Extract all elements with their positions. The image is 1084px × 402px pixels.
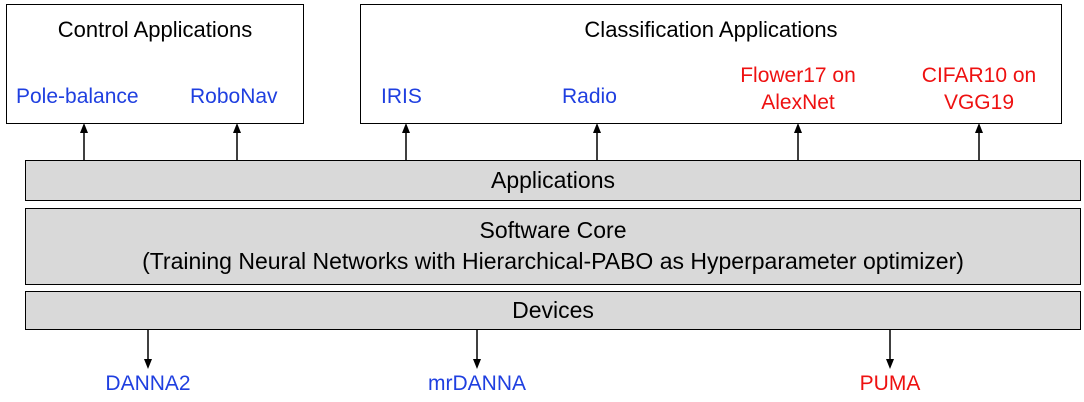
devices-layer: Devices xyxy=(25,291,1081,330)
classification-applications-title: Classification Applications xyxy=(584,17,838,42)
software-core-title: Software Core xyxy=(479,217,627,243)
app-flower17-line1: Flower17 on xyxy=(740,64,856,87)
app-flower17-alexnet: Flower17 on AlexNet xyxy=(724,62,872,116)
app-cifar10-vgg19: CIFAR10 on VGG19 xyxy=(904,62,1054,116)
device-danna2: DANNA2 xyxy=(105,372,191,395)
app-radio: Radio xyxy=(562,85,617,108)
app-iris: IRIS xyxy=(381,85,422,108)
app-cifar10-line2: VGG19 xyxy=(943,91,1015,114)
applications-layer-label: Applications xyxy=(490,167,616,193)
software-core-layer: Software Core (Training Neural Networks … xyxy=(25,208,1081,285)
classification-applications-box: Classification Applications xyxy=(360,4,1062,124)
applications-layer: Applications xyxy=(25,160,1081,201)
devices-layer-label: Devices xyxy=(512,297,594,323)
app-cifar10-line1: CIFAR10 on xyxy=(921,64,1037,87)
app-robonav: RoboNav xyxy=(190,85,278,108)
device-puma: PUMA xyxy=(859,372,921,395)
software-core-subtitle: (Training Neural Networks with Hierarchi… xyxy=(142,248,964,274)
control-applications-box: Control Applications xyxy=(6,4,304,124)
app-pole-balance: Pole-balance xyxy=(16,85,139,108)
app-flower17-line2: AlexNet xyxy=(761,91,835,114)
device-mrdanna: mrDANNA xyxy=(428,372,526,395)
control-applications-title: Control Applications xyxy=(57,17,253,42)
